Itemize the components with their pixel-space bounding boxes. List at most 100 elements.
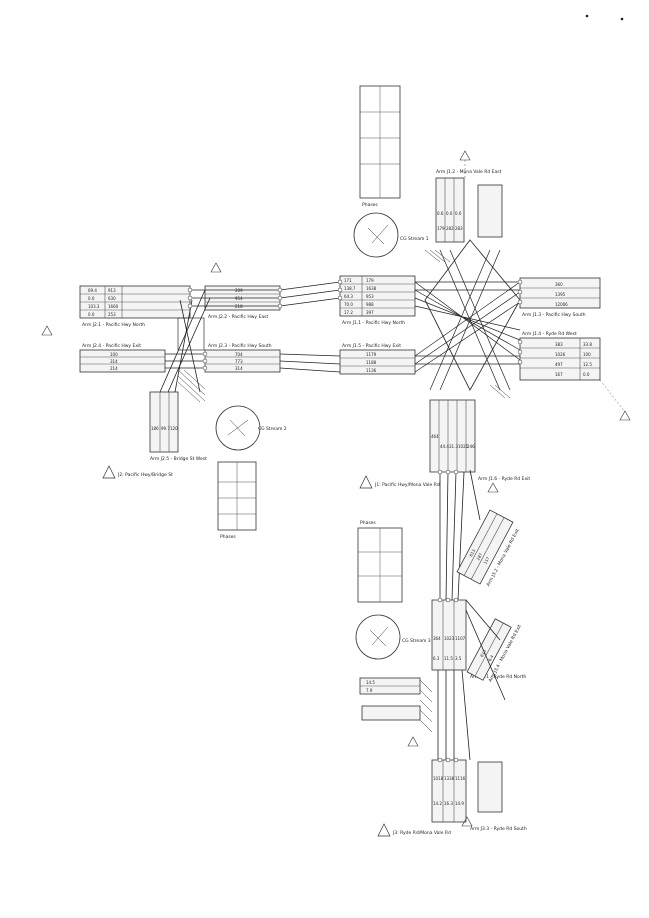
arm-j2-4-block: 100 314 214 Arm J2.4 - Pacific Hwy Exit	[79, 343, 166, 373]
warning-icon	[459, 150, 471, 161]
j1-5-flow-1: 1188	[366, 360, 377, 365]
j2-1-flow-3: 253	[108, 312, 116, 317]
j1-3-value-0: 360	[555, 282, 563, 287]
j1-1-flow-4: 397	[366, 310, 374, 315]
warning-icon	[487, 482, 499, 493]
j2-hatch	[177, 369, 206, 403]
j1-4-value-1: 100	[583, 352, 591, 357]
j1-1-flow-0: 179	[366, 278, 374, 283]
j1-note: J1: Pacific Hwy/Mona Vale Rd	[359, 475, 440, 489]
arm-j3-3-label: Arm J3.3 - Ryde Rd South	[470, 826, 527, 832]
j1-phases-box: Phases	[359, 85, 401, 208]
j2-1-value-2: 103.3	[88, 304, 100, 309]
j1-4-value-3: 0.0	[583, 372, 590, 377]
j2-3-flow-0: 704	[235, 352, 243, 357]
j3-phases-label: Phases	[360, 520, 376, 526]
j2-5-flow-2: 120	[170, 426, 178, 431]
arm-j3-3-block: 1018 1338 1116 14.2 16.3 14.9 Arm J3.3 -…	[431, 759, 527, 832]
cg-stream-3-circle	[355, 614, 401, 660]
j3-5-flow-1: 7.9	[366, 688, 373, 693]
node-markers	[187, 279, 523, 763]
j2-3-flow-1: 773	[235, 359, 243, 364]
arm-j1-2-label: Arm J1.2 - Mona Vale Rd East	[436, 169, 502, 175]
j1-2-value-0: 0.6	[437, 211, 444, 216]
arm-j1-6-label: Arm J1.6 - Ryde Rd Exit	[478, 476, 530, 482]
j1-4-flow-3: 167	[555, 372, 563, 377]
arm-j2-5-block: 186 99.7 120 Arm J2.5 - Bridge St West	[149, 391, 207, 462]
j1-5-flow-2: 1136	[366, 368, 377, 373]
j1-3-value-2: 12006	[555, 302, 568, 307]
j3-3-flow-2: 1116	[455, 776, 466, 781]
arm-j2-4-label: Arm J2.4 - Pacific Hwy Exit	[82, 343, 141, 349]
j1-2-flow-1: 282	[446, 226, 454, 231]
arm-j1-3-block: 360 1395 12006 Arm J1.3 - Pacific Hwy So…	[519, 277, 601, 318]
j3-4-flow-1: 6.4	[487, 654, 495, 662]
arm-j1-4-label: Arm J1.4 - Ryde Rd West	[522, 331, 577, 337]
j1-j3-links	[439, 469, 481, 601]
j1-1-value-0: 171	[344, 278, 352, 283]
warning-icon	[41, 325, 53, 336]
j2-4-flow-0: 100	[110, 352, 118, 357]
j1-6-flow-0: 464	[431, 434, 439, 439]
junction-j2: 69.4 0.0 103.3 0.0 913 630 1660 253 Arm …	[41, 262, 287, 540]
j3-2-flow-1: 287	[475, 552, 483, 561]
j2-note: J2: Pacific Hwy/Bridge St	[102, 465, 173, 479]
j1-5-flow-0: 1179	[366, 352, 377, 357]
j3-1-flow-1: 1023	[444, 636, 455, 641]
j3-2-flow-0: 613	[468, 548, 476, 557]
cg-stream-1-circle	[353, 212, 399, 258]
j3-1-value-1: 11.5	[444, 656, 453, 661]
j1-4-value-2: 12.5	[583, 362, 592, 367]
j3-4-flow-0: 613	[479, 648, 487, 657]
j1-2-flow-0: 179	[437, 226, 445, 231]
arm-j2-5-label: Arm J2.5 - Bridge St West	[150, 456, 207, 462]
j3-hatch	[419, 679, 433, 733]
arm-j1-1-label: Arm J1.1 - Pacific Hwy North	[342, 320, 405, 326]
j3-3-flow-0: 1018	[433, 776, 444, 781]
j1-2-flow-2: 283	[455, 226, 463, 231]
j1-phases-label: Phases	[362, 202, 378, 208]
j2-junction-area	[177, 317, 205, 351]
j3-note-text: J3: Ryde Rd/Mona Vale Rd	[392, 830, 451, 836]
cg-stream-2-label: CG Stream 2	[258, 426, 287, 432]
arm-j2-1-block: 69.4 0.0 103.3 0.0 913 630 1660 253 Arm …	[79, 285, 191, 328]
j2-2-flow-2: 218	[235, 304, 243, 309]
arm-j2-2-block: 209 954 218 Arm J2.2 - Pacific Hwy East	[204, 285, 281, 320]
j2-1-value-1: 0.0	[88, 296, 95, 301]
j3-3-value-1: 16.3	[444, 801, 453, 806]
j3-2-flow-2: 117	[482, 555, 490, 564]
j1-4-flow-1: 1026	[555, 352, 566, 357]
arm-j3-1-block: 364 1023 1107 6.3 11.5 3.5 Arm J3.1 - Ry…	[431, 599, 526, 680]
warning-icon	[461, 816, 473, 827]
j1-6-flow-3: 1021	[458, 444, 469, 449]
arm-j1-1-block: 171 138.7 64.3 70.0 17.2 179 1638 953 98…	[339, 275, 416, 326]
arm-j1-5-label: Arm J1.5 - Pacific Hwy Exit	[342, 343, 401, 349]
arm-j1-4-block: 383 1026 497 167 33.8 100 12.5 0.0 Arm J…	[519, 331, 601, 381]
j2-traffic-lines	[159, 289, 280, 393]
j2-1-flow-2: 1660	[108, 304, 119, 309]
cg-stream-3-label: CG Stream 3	[402, 638, 431, 644]
arm-j2-1-label: Arm J2.1 - Pacific Hwy North	[82, 322, 145, 328]
arm-j1-2-block: 0.6 0.0 0.0 179 282 283 Arm J1.2 - Mona …	[435, 169, 502, 243]
j2-1-flow-0: 913	[108, 288, 116, 293]
j3-3-value-2: 14.9	[455, 801, 464, 806]
j3-1-value-2: 3.5	[455, 656, 462, 661]
j1-4-flow-0: 383	[555, 342, 563, 347]
j2-1-value-3: 0.0	[88, 312, 95, 317]
j3-1-flow-2: 1107	[455, 636, 466, 641]
cg-stream-1-label: CG Stream 1	[400, 236, 429, 242]
j1-1-flow-3: 988	[366, 302, 374, 307]
warning-icon	[619, 410, 631, 421]
j1-4-value-0: 33.8	[583, 342, 592, 347]
j2-phases-box: Phases	[217, 461, 257, 540]
j1-1-flow-2: 953	[366, 294, 374, 299]
arm-j3-6-block	[361, 705, 421, 721]
j1-1-value-4: 17.2	[344, 310, 353, 315]
j3-3-value-0: 14.2	[433, 801, 442, 806]
j2-3-flow-2: 314	[235, 366, 243, 371]
j1-note-text: J1: Pacific Hwy/Mona Vale Rd	[374, 482, 440, 488]
arm-j1-5-block: 1179 1188 1136 Arm J1.5 - Pacific Hwy Ex…	[339, 343, 416, 375]
arm-j1-2-exit-block	[477, 184, 503, 238]
j3-5-flow-0: 14.5	[366, 680, 375, 685]
